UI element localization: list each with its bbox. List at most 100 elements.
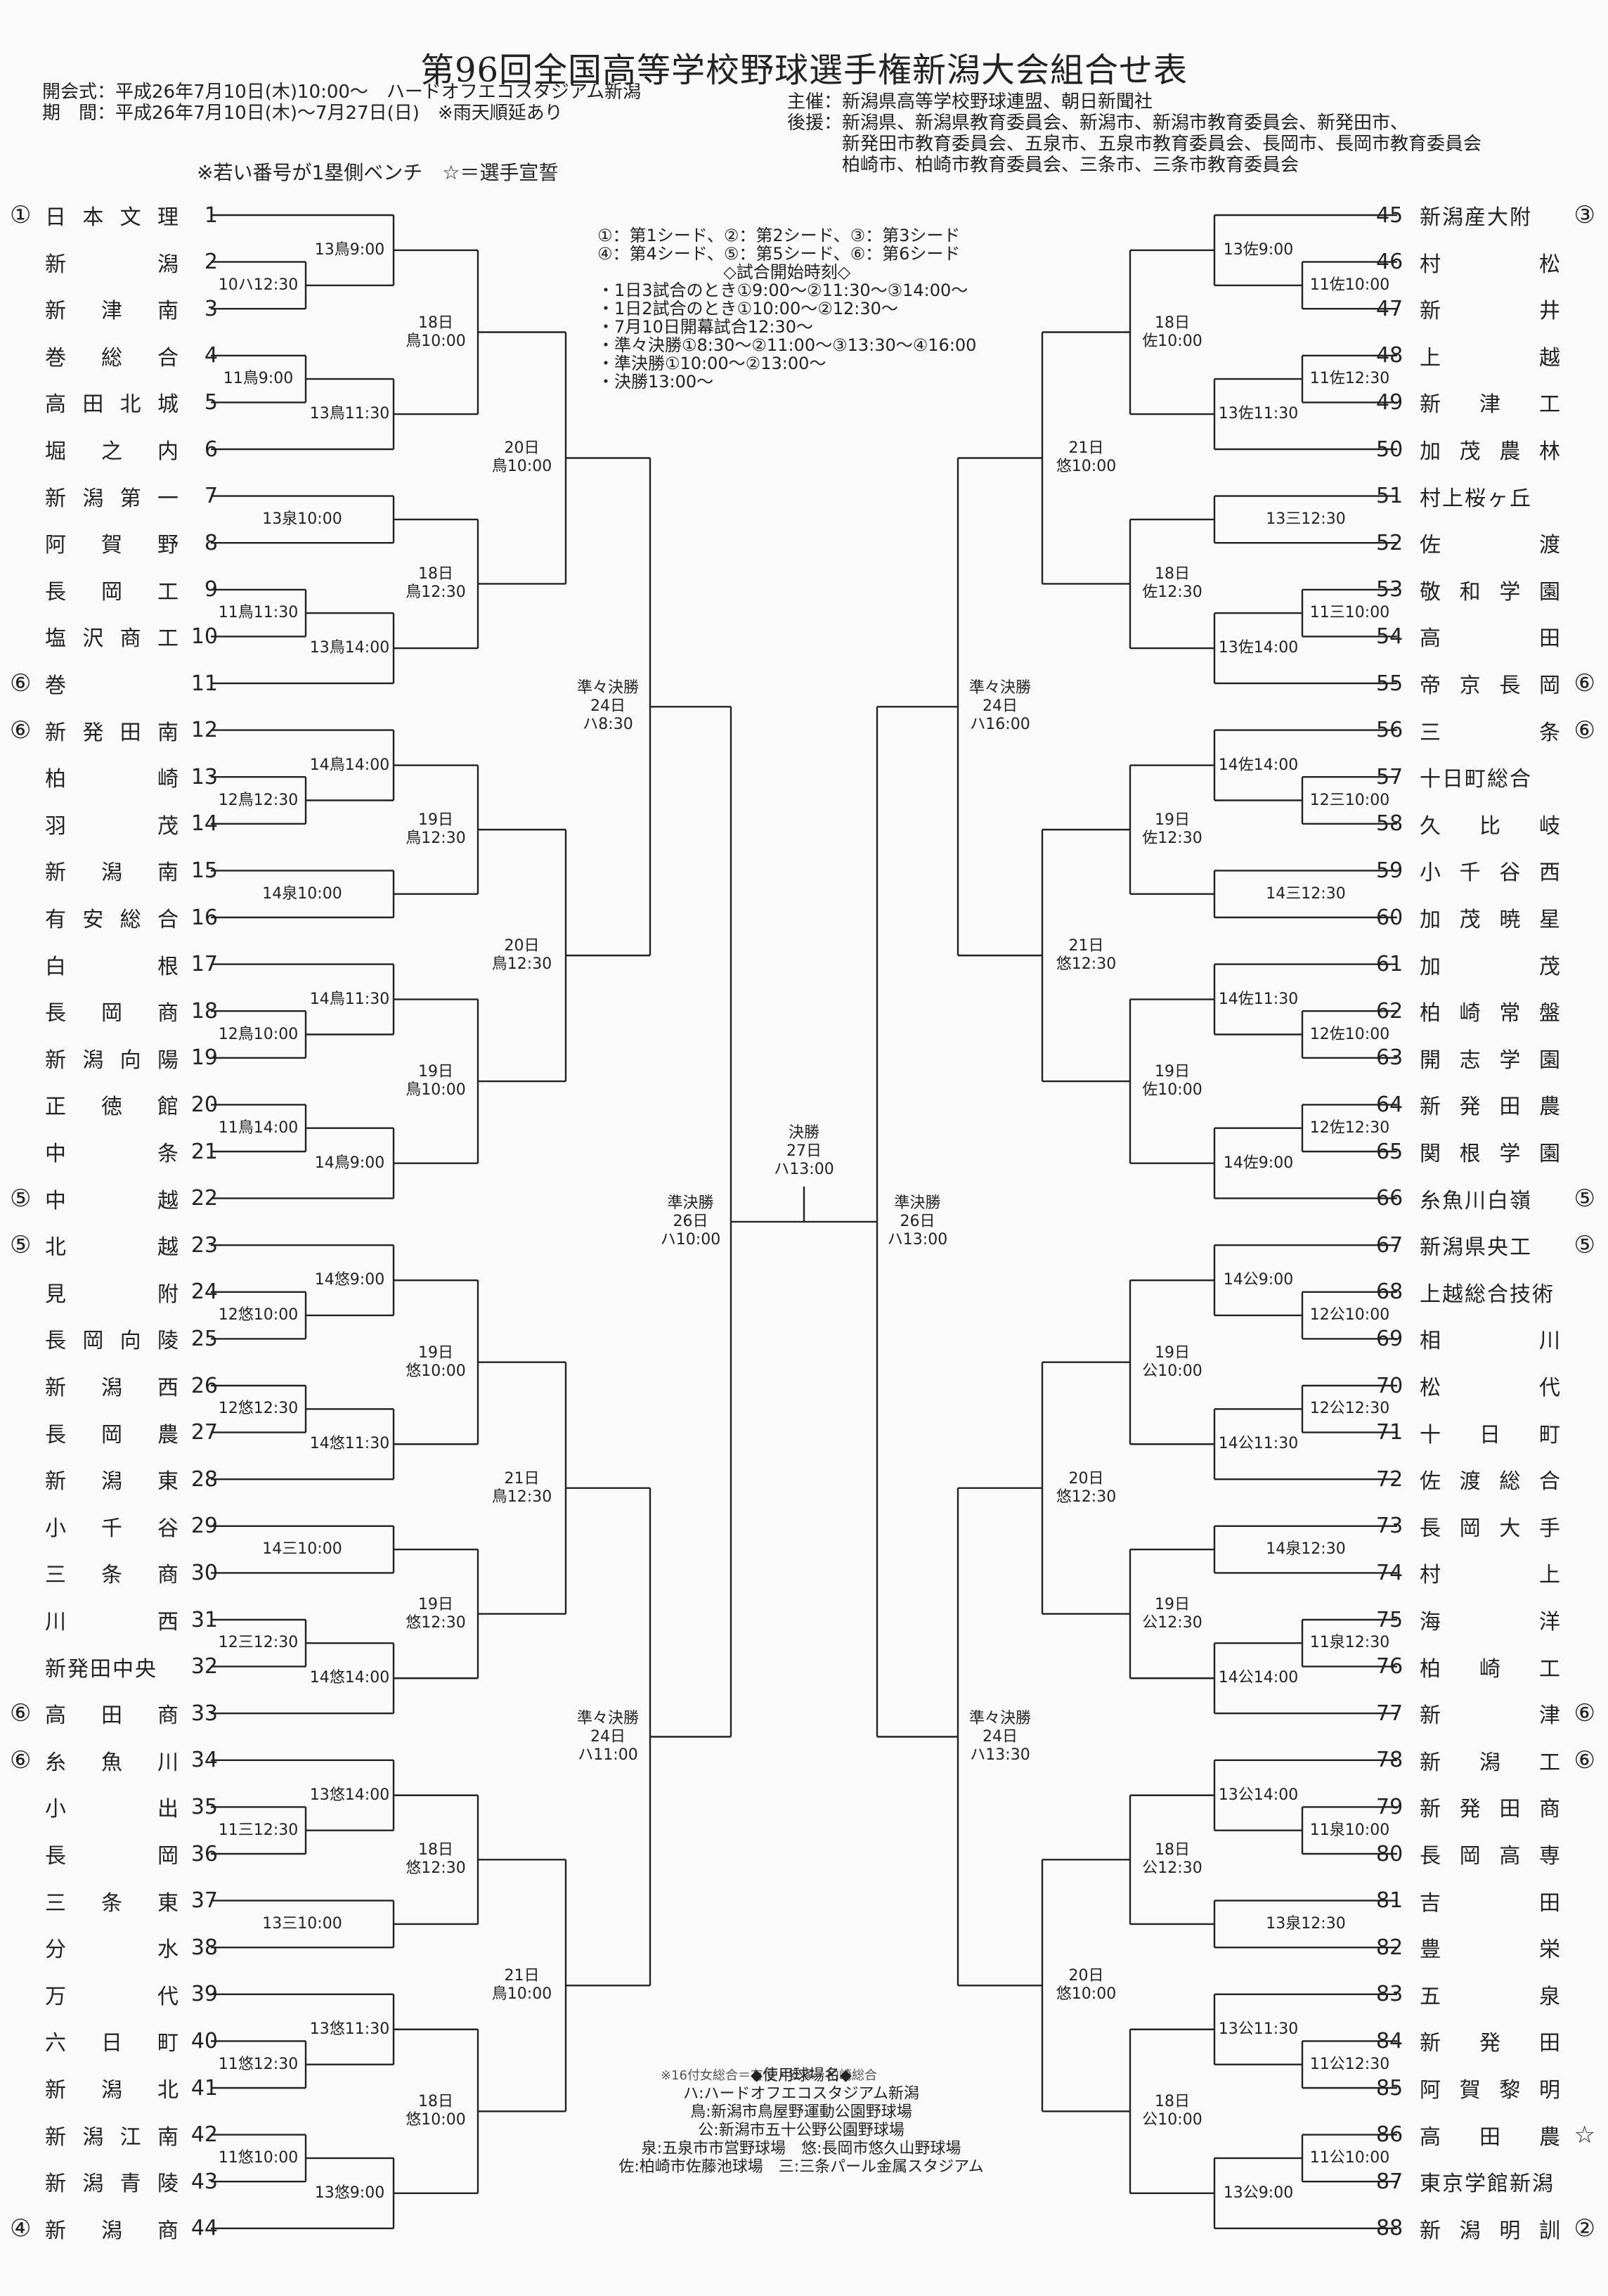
- team-name-char: 農: [157, 1422, 179, 1447]
- opening-ceremony: 開会式：平成26年7月10日(木)10:00～ ハードオフエコスタジアム新潟: [42, 82, 642, 103]
- team-name-char: 高: [45, 392, 66, 418]
- team-name-char: 黎: [1499, 2078, 1521, 2103]
- match-label-line: 21日: [1068, 439, 1104, 458]
- team-name: 白根: [45, 949, 179, 980]
- match-label: 13鳥9:00: [294, 241, 406, 259]
- team-number: 63: [1376, 1045, 1403, 1071]
- team-number: 85: [1376, 2075, 1403, 2101]
- team-number: 65: [1376, 1139, 1403, 1164]
- team-number: 87: [1376, 2169, 1403, 2194]
- page-title: 第96回全国高等学校野球選手権新潟大会組合せ表: [420, 51, 1188, 90]
- team-name: 村上桜ヶ丘: [1420, 486, 1532, 511]
- match-label: 19日悠10:00: [380, 1344, 492, 1381]
- team-name: 巻: [45, 668, 179, 699]
- team-number: 19: [190, 1045, 218, 1071]
- match-label-line: 21日: [504, 1469, 540, 1488]
- team-number: 74: [1376, 1560, 1403, 1585]
- match-label-line: 準々決勝: [576, 679, 639, 697]
- match-label: 19日公10:00: [1116, 1344, 1228, 1381]
- match-label-line: 11三10:00: [1309, 604, 1390, 622]
- team-name-char: 長: [45, 1844, 66, 1869]
- match-label: 11佐10:00: [1294, 276, 1406, 295]
- team-name-char: 崎: [157, 767, 179, 792]
- team-name: 新潟第一: [45, 481, 179, 512]
- team-number: 35: [190, 1794, 218, 1819]
- match-label-line: 19日: [418, 1595, 453, 1613]
- match-label-line: 悠12:30: [1056, 1488, 1117, 1506]
- match-label-line: 11泉10:00: [1309, 1821, 1390, 1839]
- team-name-char: 新: [45, 2172, 66, 2197]
- team-name: 三条商: [45, 1557, 179, 1588]
- team-name-char: 白: [45, 954, 66, 979]
- team-name-char: 合: [157, 345, 179, 370]
- team-number: 20: [190, 1092, 218, 1117]
- seed-mark: ⑤: [10, 1231, 32, 1260]
- match-label: 10ハ12:30: [202, 276, 315, 295]
- team-name-char: 江: [119, 2124, 141, 2150]
- match-label-line: 18日: [418, 1841, 453, 1859]
- match-label: 20日悠10:00: [1030, 1967, 1143, 2004]
- team-name-char: 岡: [101, 1422, 122, 1447]
- match-label: 12佐12:30: [1294, 1119, 1406, 1137]
- team-name-char: 農: [1539, 2124, 1560, 2150]
- match-label-line: 準決勝: [894, 1194, 941, 1212]
- team-name: 十日町総合: [1420, 767, 1532, 792]
- match-label-line: 14佐9:00: [1223, 1154, 1294, 1172]
- team-name-char: 水: [157, 1937, 179, 1963]
- team-number: 64: [1376, 1092, 1403, 1117]
- team-number: 38: [190, 1935, 218, 1960]
- match-label-line: 佐10:00: [1142, 332, 1202, 350]
- team-number: 1: [204, 202, 218, 228]
- venue-ko: 公:新潟市五十公野公園野球場: [698, 2122, 904, 2139]
- team-number: 80: [1376, 1841, 1403, 1866]
- team-number: 41: [190, 2075, 218, 2101]
- team-number: 23: [190, 1232, 218, 1258]
- match-label-line: 11佐10:00: [1309, 276, 1390, 294]
- team-name-char: 小: [1420, 860, 1441, 886]
- team-name-char: 発: [1459, 1095, 1481, 1120]
- team-name-char: 北: [119, 392, 141, 418]
- match-label: 19日鳥12:30: [380, 811, 492, 848]
- match-label-line: 公10:00: [1142, 2111, 1202, 2129]
- match-label: 14鳥11:30: [294, 991, 406, 1009]
- match-label-line: 悠12:30: [406, 1859, 466, 1878]
- team-name-char: 南: [157, 860, 179, 886]
- team-name-char: 附: [157, 1282, 179, 1307]
- seed-legend-1: ①：第1シード、②：第2シード、③：第3シード: [597, 226, 961, 245]
- match-label-line: 27日: [786, 1142, 822, 1160]
- match-label-line: 鳥10:00: [491, 1985, 552, 2004]
- team-name-char: 大: [1499, 1516, 1521, 1541]
- match-label: 18日公10:00: [1116, 2093, 1228, 2129]
- team-name-char: 三: [45, 1563, 66, 1588]
- team-name-char: 条: [101, 1563, 122, 1588]
- team-name-char: 長: [45, 1001, 66, 1026]
- team-name: 新潟向陽: [45, 1043, 179, 1073]
- match-label-line: 鳥12:30: [406, 830, 466, 848]
- team-name-char: 潟: [1459, 2218, 1481, 2243]
- team-name-char: 岡: [82, 1329, 104, 1354]
- match-label-line: 18日: [1155, 565, 1190, 583]
- match-label: 18日公12:30: [1116, 1841, 1228, 1878]
- team-name-char: 万: [45, 1984, 66, 2009]
- team-number: 76: [1376, 1654, 1403, 1679]
- team-name: 長岡工: [45, 574, 179, 605]
- team-name-char: 日: [45, 205, 66, 230]
- team-name-char: 新: [45, 299, 66, 324]
- match-label-line: 14佐14:00: [1218, 756, 1299, 774]
- match-label: 13鳥11:30: [294, 405, 406, 423]
- team-name: 上越: [1420, 340, 1560, 371]
- team-name-char: 千: [101, 1516, 122, 1541]
- team-name-char: 南: [157, 2124, 179, 2150]
- team-name: 新津南: [45, 293, 179, 324]
